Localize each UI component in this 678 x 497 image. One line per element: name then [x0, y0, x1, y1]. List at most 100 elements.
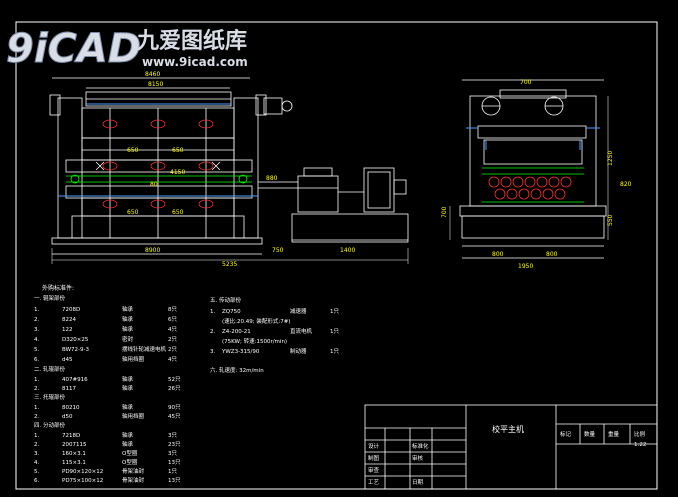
dim-8150: 8150	[148, 81, 163, 88]
row-code: ZQ750	[222, 309, 241, 315]
row-num: 5.	[34, 469, 39, 475]
drive-assembly	[258, 167, 409, 243]
label-drawing: 制图	[368, 454, 380, 462]
label-process: 工艺	[368, 479, 380, 486]
row-num: 4.	[34, 460, 39, 466]
row-qty: 3只	[168, 432, 177, 439]
row-qty: 13只	[168, 459, 181, 466]
row-num: 6.	[34, 478, 39, 484]
dim-550: 550	[607, 214, 614, 226]
dim-650-a: 650	[127, 147, 139, 154]
row-qty: 52只	[168, 376, 181, 383]
row-qty: 26只	[168, 385, 181, 392]
front-dimensions: 8460 8150 650 650 4150 650 650 80 880 89…	[127, 71, 355, 268]
drawing-border	[15, 21, 658, 490]
front-red-rollers	[102, 119, 214, 209]
row-code: PD90×120×12	[62, 469, 103, 475]
row-num: 3.	[210, 349, 215, 355]
front-view	[49, 77, 293, 255]
drawing-name: 校平主机	[492, 424, 524, 434]
group1-title: 一. 辊架部份	[34, 294, 65, 302]
row-code: 122	[62, 327, 73, 333]
row-qty: 13只	[168, 477, 181, 484]
group5-title: 五. 传动部份	[210, 296, 241, 304]
speed-note: 六. 轧速度: 32m/min	[210, 366, 264, 374]
side-rollers	[488, 176, 572, 200]
row-num: 3.	[34, 451, 39, 457]
dim-820: 820	[620, 181, 632, 188]
row-desc: 轴承	[122, 305, 134, 313]
group4-title: 四. 分动部份	[34, 421, 65, 429]
header-weight: 重量	[608, 430, 620, 438]
row-code: d45	[62, 357, 73, 363]
row-num: 6.	[34, 357, 39, 363]
row-desc: 摆线针轮减速电机	[122, 345, 167, 353]
row-code: 8117	[62, 386, 76, 392]
row-code: 80210	[62, 405, 80, 411]
row-desc: 轴用挡圈	[122, 412, 145, 420]
dim-700-left: 700	[441, 206, 448, 218]
row-desc: 轴用挡圈	[122, 355, 145, 363]
row-desc: 轴承	[122, 384, 134, 392]
header-scale: 比例	[634, 430, 646, 438]
row-desc: 轴承	[122, 403, 134, 411]
row-qty: 2只	[168, 336, 177, 343]
side-blue-marks	[466, 127, 600, 150]
dim-4150: 4150	[170, 169, 185, 176]
row-desc: 骨架油封	[122, 467, 145, 475]
dim-center: 80	[150, 181, 158, 188]
row-code: 160×3.1	[62, 451, 86, 457]
side-view	[459, 79, 607, 259]
label-date: 日期	[412, 479, 424, 486]
row-qty: 1只	[330, 328, 339, 335]
row-desc: 轴承	[122, 315, 134, 323]
dim-700-top: 700	[520, 79, 532, 86]
row-num: 1.	[34, 433, 39, 439]
row-qty: 1只	[330, 308, 339, 315]
row-desc: 轴承	[122, 431, 134, 439]
row-code: BW72-9-3	[62, 347, 89, 353]
group3-title: 三. 托辊部份	[34, 393, 65, 401]
front-blue-marks	[58, 103, 258, 197]
row-num: 2.	[34, 317, 39, 323]
row-desc: O型圈	[122, 458, 138, 466]
row-qty: 90只	[168, 404, 181, 411]
title-block-text: 校平主机 标记 数量 重量 比例 1:22 设计 标准化 制图 审核 审查 工艺…	[368, 424, 646, 486]
dim-8900: 8900	[145, 247, 160, 254]
logo-mark: 9iCAD	[6, 26, 141, 72]
row-num: 4.	[34, 337, 39, 343]
row-qty: 6只	[168, 316, 177, 323]
dim-5235: 5235	[222, 261, 237, 268]
dim-1950: 1950	[518, 263, 533, 270]
group2-rows: 1. 407#916 轴承 52只 2. 8117 轴承 26只	[34, 375, 181, 392]
front-dim-lines	[51, 248, 409, 264]
dim-650-c: 650	[127, 209, 139, 216]
label-check: 审查	[368, 466, 380, 474]
row-num: 1.	[34, 405, 39, 411]
row-desc: 密封	[122, 335, 134, 343]
row-qty: 2只	[168, 346, 177, 353]
row-num: 1.	[210, 309, 215, 315]
row-note: (75KW; 转速:1500r/min)	[222, 337, 287, 345]
row-qty: 1只	[330, 348, 339, 355]
parts-list-left: 外购标准件: 一. 辊架部份 1. 7208D 轴承 8只 2. 8224 轴承…	[34, 284, 181, 484]
row-num: 2.	[34, 414, 39, 420]
parts-list-right: 五. 传动部份 1. ZQ750 减速器 1只 (速比:20.49; 装配形式:…	[210, 296, 339, 374]
row-desc: 骨架油封	[122, 476, 145, 484]
scale-value: 1:22	[634, 442, 646, 448]
title-block	[364, 404, 658, 490]
row-qty: 8只	[168, 306, 177, 313]
row-code: 8224	[62, 317, 76, 323]
logo-url: www.9icad.com	[142, 55, 248, 69]
row-desc: 轴承	[122, 375, 134, 383]
row-num: 2.	[34, 442, 39, 448]
row-desc: 制动器	[290, 347, 307, 355]
row-desc: 减速器	[290, 307, 307, 315]
dim-650-d: 650	[172, 209, 184, 216]
label-standard: 标准化	[412, 442, 429, 450]
row-code: 7208D	[62, 307, 80, 313]
row-num: 1.	[34, 307, 39, 313]
group1-rows: 1. 7208D 轴承 8只 2. 8224 轴承 6只 3. 122 轴承 4…	[34, 305, 177, 363]
row-num: 3.	[34, 327, 39, 333]
